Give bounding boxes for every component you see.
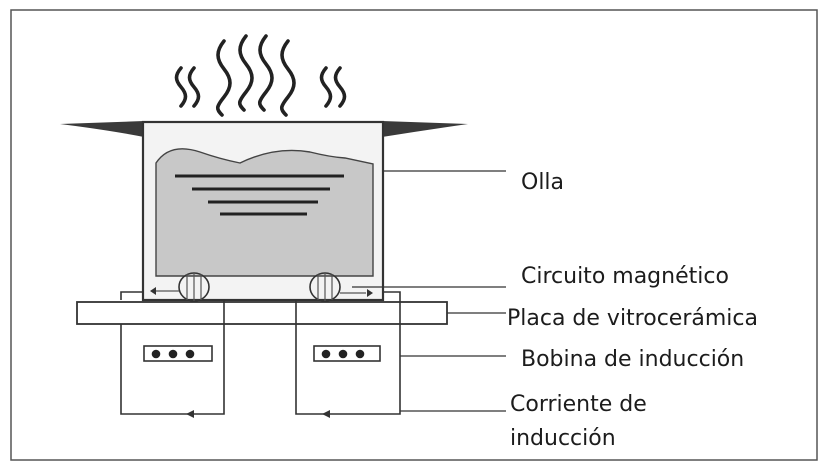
magnetic-circuit-right — [309, 272, 373, 302]
label-circuito-magnetico: Circuito magnético — [521, 264, 729, 289]
leader-lines — [352, 170, 506, 412]
diagram-frame — [10, 9, 818, 461]
pot-liquid — [155, 148, 374, 277]
label-bobina-induccion: Bobina de inducción — [521, 347, 744, 372]
label-olla: Olla — [521, 170, 564, 195]
pot-handle-right — [382, 121, 468, 137]
pot-handle-left — [60, 121, 144, 137]
magnetic-circuit-left — [150, 272, 210, 302]
ceramic-plate — [76, 301, 448, 325]
food-lines — [175, 174, 344, 216]
induction-coil-right — [295, 291, 401, 418]
label-placa-vitroceramica: Placa de vitrocerámica — [507, 306, 758, 331]
induction-coil-left — [120, 291, 225, 418]
steam-icon — [174, 34, 347, 117]
label-corriente-line2: inducción — [510, 426, 616, 451]
label-corriente-line1: Corriente de — [510, 392, 647, 417]
